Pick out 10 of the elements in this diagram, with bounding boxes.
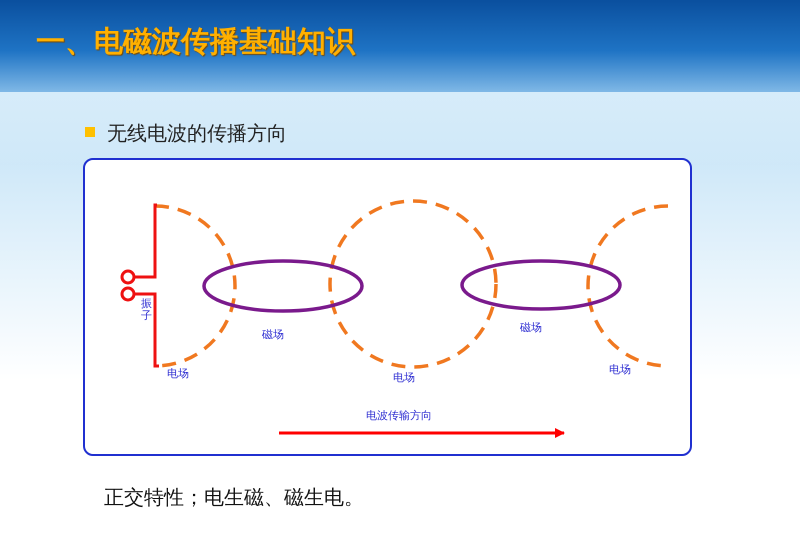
caption-text: 正交特性；电生磁、磁生电。 [104,484,364,511]
direction-label: 电波传输方向 [366,408,432,423]
field-label: 电场 [167,366,189,381]
slide-title: 一、电磁波传播基础知识 [36,23,355,60]
antenna-label: 振子 [141,298,152,322]
field-label: 磁场 [520,320,542,335]
field-label: 电场 [393,370,415,385]
field-label: 磁场 [262,327,284,342]
field-label: 电场 [609,362,631,377]
bullet-text: 无线电波的传播方向 [107,120,287,147]
